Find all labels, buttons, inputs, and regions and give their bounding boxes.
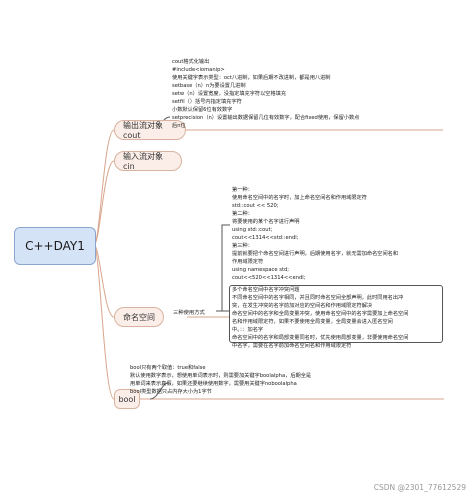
namespace-method-line: 作用域限定符 [232,259,264,265]
namespace-conflict-line: 多个命名空间中名字冲突问题 [232,287,300,293]
namespace-method-line: std::cout << 520; [232,203,279,209]
namespace-conflict-line: 命名空间中的名字和局部变量同名时，优先使用局部变量，非要使用命名空间 [232,335,409,341]
namespace-conflict-line: 名和作用域限定符，如果不要使用全局变量，全局变量会进入匿名空间 [232,319,393,325]
namespace-conflicts-box [229,285,443,343]
bool-note-line: bool只有两个取值：true和false [130,365,206,371]
namespace-method-line: 提前就要把个命名空间进行声明，后期使用名字，就无需加命名空间名和 [232,251,399,257]
branch-bool-label: bool [118,394,136,404]
bool-note-line: 用单词来表示真假，如果还要继续使用数字，需要用关键字noboolalpha [130,381,297,387]
cout-note-line: 使用关键字表示类型：oct八进制，如果后期不改进制，都是用八进制 [172,75,331,81]
cout-note-line: 后n位 [172,123,186,129]
watermark: CSDN @2301_77612529 [373,483,466,492]
cout-note-line: setw（n）设置宽度，没指定填充字符以空格填充 [172,91,287,97]
branch-cin-label: 输入流对象cin [123,152,163,171]
namespace-method-line: cout<<1314<<std::endl; [232,235,299,241]
namespace-conflict-line: 不同命名空间中的名字相同，并且同时命名空间全部声明，此时同用名出冲 [232,295,404,301]
namespace-conflict-line: 中名字，需要在名字前加命名空间名和作用域限定符 [232,343,352,349]
branch-cout[interactable]: 输出流对象cout [114,120,186,140]
namespace-usage-label: 三种使用方式 [173,310,205,316]
namespace-method-line: using std::cout; [232,227,273,233]
branch-namespace[interactable]: 命名空间 [114,307,164,327]
root-label: C++DAY1 [25,239,85,253]
cout-notes: cout格式化输出 #include<iomanip> 使用关键字表示类型：oct八… [172,58,359,130]
namespace-conflict-line: 中。：：加名字 [232,327,264,333]
cout-note-line: setprecision（n）设置输出数据保留几位有效数字，配合fixed使用，… [172,115,360,121]
namespace-method-line: 第一种： [232,187,253,193]
namespace-conflict-line: 突，在发生冲突的名字前加对应的空间名和作用域限定符解决 [232,303,373,309]
branch-cin[interactable]: 输入流对象cin [114,151,182,171]
cout-note-line: setbase（n）n为要设置几进制 [172,83,246,89]
namespace-conflicts: 多个命名空间中名字冲突问题不同命名空间中的名字相同，并且同时命名空间全部声明，此… [232,286,408,350]
branch-cout-label: 输出流对象cout [123,121,163,140]
bool-note-line: 默认使用数字表示，想使用单词表示时，则需要加关键字boolalpha，后期全是 [130,373,312,379]
root-node[interactable]: C++DAY1 [14,227,96,265]
cout-note-line: setfil（）括号内指定填充字符 [172,99,242,105]
namespace-method-line: 第三种： [232,243,253,249]
namespace-method-line: 使用命名空间中的名字时，加上命名空间名和作用域限定符 [232,195,367,201]
bool-notes: bool只有两个取值：true和false 默认使用数字表示，想使用单词表示时，则… [130,364,311,396]
branch-namespace-label: 命名空间 [123,312,155,322]
cout-note-line: 小数默认保留6位有效数字 [172,107,233,113]
cout-note-line: #include<iomanip> [172,67,225,73]
bool-note-line: bool类型数据只占内存大小为1字节 [130,389,212,395]
cout-note-line: cout格式化输出 [172,59,210,65]
namespace-method-line: using namespace std; [232,267,290,273]
namespace-method-line: 将要使用的某个名字进行声明 [232,219,300,225]
branch-bool[interactable]: bool [114,389,140,409]
namespace-method-line: 第二种： [232,211,253,217]
namespace-conflict-line: 命名空间中的名字和全局变量冲突，使用命名空间中的名字需要加上命名空间 [232,311,409,317]
namespace-method-line: cout<<520<<1314<<endl; [232,275,306,281]
